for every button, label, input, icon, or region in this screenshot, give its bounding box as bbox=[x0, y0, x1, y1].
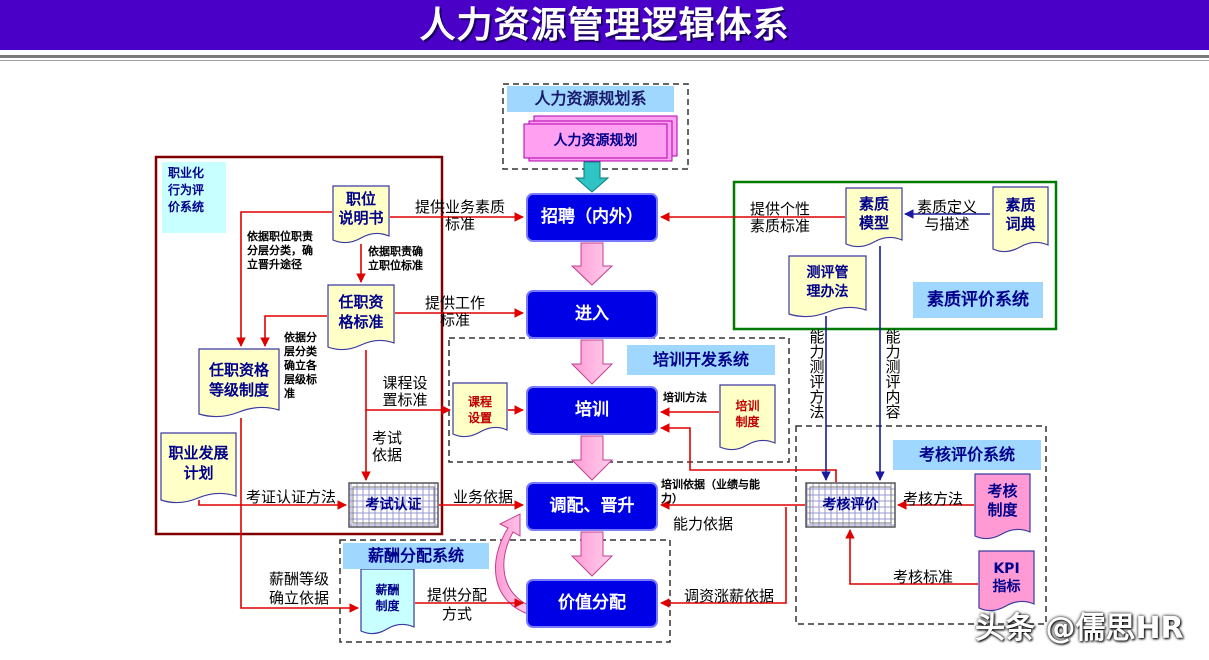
title-rule-thin bbox=[0, 60, 1209, 61]
grade-to-salary-arrow bbox=[240, 418, 359, 613]
competency-system-label: 素质评价系统 bbox=[913, 282, 1043, 318]
value-dist-node bbox=[526, 579, 658, 628]
entry-label: 进入 bbox=[575, 304, 609, 324]
course-doc bbox=[452, 382, 508, 438]
training-label: 培训 bbox=[575, 400, 609, 420]
job-desc-doc bbox=[332, 185, 390, 244]
appraisal-system-label: 考核评价系统 bbox=[893, 440, 1041, 470]
transfer-label: 调配、晋升 bbox=[549, 496, 635, 516]
by-duty-grade-label: 依据职位职责分层分类，确立晋升途径 bbox=[247, 230, 313, 271]
biz-quality-label: 提供业务素质标准 bbox=[414, 198, 505, 233]
exam-basis-label: 考试依据 bbox=[371, 429, 402, 464]
jobdesc-to-grade-arrow bbox=[236, 211, 332, 347]
eval-method-label: 测评管理办法 bbox=[806, 265, 849, 300]
comp-dict-label: 素质词典 bbox=[1005, 196, 1036, 233]
salary-sys-label: 薪酬制度 bbox=[375, 583, 400, 613]
training-node bbox=[526, 386, 658, 435]
watermark: 头条 @儒思HR bbox=[975, 611, 1184, 646]
appraisal-eval-node bbox=[805, 482, 896, 528]
comp-model-doc bbox=[845, 187, 903, 248]
ability-content-label: 能力测评内容 bbox=[885, 328, 901, 421]
ability-method-label: 能力测评方法 bbox=[809, 328, 825, 421]
appraisal-sys-doc bbox=[974, 473, 1031, 540]
hr-planning-node bbox=[523, 123, 668, 159]
kpi-doc bbox=[978, 550, 1035, 612]
ability-basis-label: 能力依据 bbox=[673, 515, 734, 533]
train-basis-label: 培训依据（业绩与能力） bbox=[661, 478, 760, 505]
career-plan-label: 职业发展计划 bbox=[168, 444, 229, 482]
appraisal-method-label: 考核方法 bbox=[903, 490, 964, 508]
training-system-label: 培训开发系统 bbox=[627, 345, 775, 375]
course-label: 课程设置 bbox=[467, 395, 492, 425]
compensation-system-label: 薪酬分配系统 bbox=[343, 543, 489, 569]
recruit-to-entry-arrow bbox=[570, 242, 614, 286]
appraisal-to-training-arrow bbox=[660, 423, 837, 482]
course-std-label: 课程设置标准 bbox=[382, 374, 428, 409]
comp-def-label: 素质定义与描述 bbox=[916, 198, 977, 233]
job-desc-label: 职位说明书 bbox=[338, 190, 384, 227]
page-title: 人力资源管理逻辑体系 bbox=[419, 4, 790, 46]
recruit-node bbox=[526, 193, 658, 242]
planning-system-label: 人力资源规划系 bbox=[507, 86, 674, 112]
by-duty-std-label: 依据职责确立职位标准 bbox=[368, 245, 423, 272]
value-to-transfer-curve-arrow bbox=[495, 513, 531, 615]
work-std-label: 提供工作标准 bbox=[424, 294, 485, 329]
appraisal-eval-node-inner bbox=[809, 486, 892, 524]
train-sys-label: 培训制度 bbox=[735, 399, 760, 429]
entry-node bbox=[526, 290, 658, 339]
career-system-label: 职业化 行为评 价系统 bbox=[162, 162, 226, 233]
eval-method-doc bbox=[788, 255, 867, 318]
train-sys-doc bbox=[719, 384, 776, 451]
layered-label: 依据分层分类确立各层级标准 bbox=[284, 331, 317, 400]
appraisal-eval-label: 考核评价 bbox=[822, 497, 879, 513]
comp-model-label: 素质模型 bbox=[858, 195, 889, 232]
title-bar bbox=[0, 0, 1209, 50]
exam-label: 考试认证 bbox=[365, 497, 422, 513]
competency-system-box bbox=[732, 180, 1058, 331]
career-system-box bbox=[154, 155, 444, 536]
appraisal-std-label: 考核标准 bbox=[893, 568, 954, 586]
transfer-to-value-arrow bbox=[570, 531, 614, 577]
qual-std-doc bbox=[327, 284, 395, 351]
comp-dict-doc bbox=[992, 186, 1049, 253]
cert-method-label: 考证认证方法 bbox=[246, 488, 337, 506]
salary-basis-label: 调资涨薪依据 bbox=[684, 587, 775, 605]
qual-grade-doc bbox=[198, 348, 280, 418]
career-plan-doc bbox=[160, 432, 237, 504]
kpi-to-appraisal-arrow bbox=[845, 529, 978, 585]
recruit-label: 招聘（内外） bbox=[541, 207, 643, 227]
dist-method-label: 提供分配方式 bbox=[426, 586, 487, 623]
transfer-node bbox=[526, 482, 658, 531]
entry-to-training-arrow bbox=[570, 339, 614, 385]
qual-std-label: 任职资格标准 bbox=[338, 293, 384, 331]
qual-grade-label: 任职资格等级制度 bbox=[208, 361, 269, 399]
title-rule bbox=[0, 55, 1209, 58]
indiv-quality-label: 提供个性素质标准 bbox=[749, 200, 810, 235]
appraisal-system-box bbox=[795, 425, 1047, 625]
value-dist-label: 价值分配 bbox=[558, 593, 626, 613]
training-to-transfer-arrow bbox=[570, 435, 614, 481]
salary-grade-label: 薪酬等级确立依据 bbox=[268, 570, 329, 607]
appraisal-sys-label: 考核制度 bbox=[987, 482, 1018, 519]
exam-node-inner bbox=[352, 486, 435, 524]
planning-to-recruit-arrow bbox=[574, 161, 610, 193]
hr-planning-label: 人力资源规划 bbox=[553, 133, 638, 149]
careerplan-to-exam-arrow bbox=[198, 500, 347, 510]
salary-sys-doc bbox=[360, 568, 415, 635]
train-method-label: 培训方法 bbox=[663, 391, 707, 404]
exam-node bbox=[348, 482, 439, 528]
biz-basis-label: 业务依据 bbox=[453, 488, 514, 506]
qualstd-to-grade-arrow bbox=[260, 315, 327, 347]
appraisal-to-value-arrow bbox=[660, 507, 787, 608]
